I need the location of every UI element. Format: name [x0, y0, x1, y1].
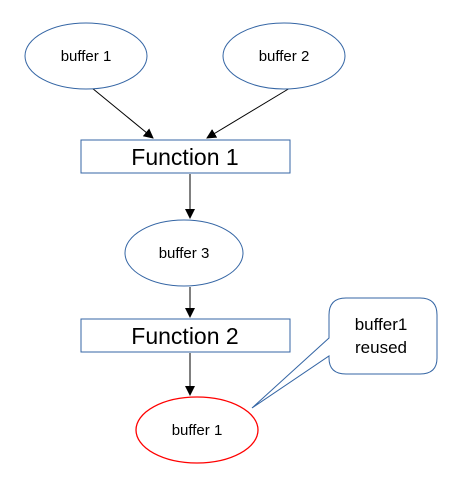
node-buffer2: buffer 2	[222, 22, 346, 90]
edge-buffer1-to-function1	[91, 87, 154, 139]
node-buffer3-label: buffer 3	[159, 245, 210, 262]
node-buffer1-top: buffer 1	[24, 22, 148, 90]
node-function2-label: Function 2	[131, 323, 238, 349]
node-buffer3: buffer 3	[124, 219, 244, 287]
node-function2: Function 2	[80, 318, 291, 353]
callout-line2: reused	[355, 338, 407, 357]
node-buffer1-reused: buffer 1	[135, 396, 259, 464]
callout-bubble: buffer1 reused	[251, 297, 438, 409]
node-buffer1-reused-label: buffer 1	[172, 422, 223, 439]
callout-line1: buffer1	[355, 315, 408, 334]
node-function1-label: Function 1	[131, 144, 238, 170]
node-function1: Function 1	[80, 139, 291, 174]
edge-buffer2-to-function1	[206, 87, 291, 139]
node-buffer2-label: buffer 2	[259, 48, 310, 65]
node-buffer1-top-label: buffer 1	[61, 48, 112, 65]
